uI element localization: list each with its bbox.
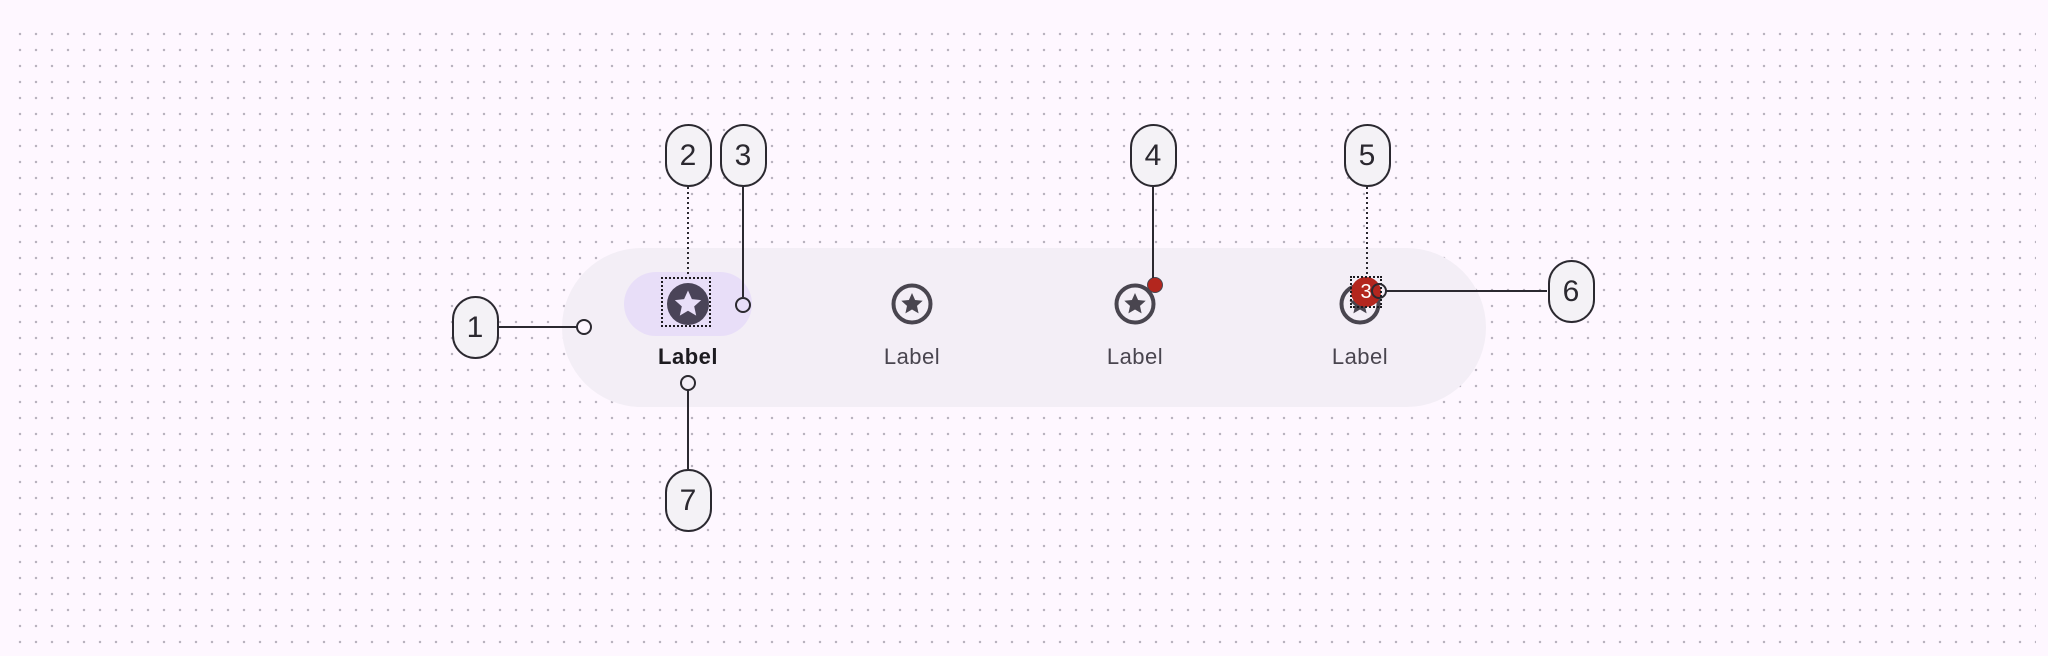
callout-5: 5 — [1343, 123, 1391, 187]
star-circle-icon — [661, 277, 712, 328]
nav-item-label: Label — [883, 344, 941, 369]
leader-end-1 — [576, 319, 592, 335]
nav-item-4[interactable]: 3 Label — [1260, 248, 1460, 407]
leader-end-6 — [1371, 283, 1387, 299]
nav-item-3[interactable]: Label — [1035, 248, 1235, 407]
star-circle-icon: 3 — [1336, 276, 1384, 328]
star-circle-icon — [1111, 277, 1163, 328]
focus-outline — [661, 277, 711, 327]
callout-6: 6 — [1547, 259, 1595, 323]
badge-focus-outline — [1350, 276, 1382, 308]
callout-2: 2 — [664, 123, 712, 187]
leader-end-3 — [735, 297, 751, 313]
callout-7: 7 — [664, 468, 712, 532]
nav-item-label: Label — [1331, 344, 1389, 369]
nav-item-2[interactable]: Label — [812, 248, 1012, 407]
nav-item-1[interactable]: Label — [588, 248, 788, 407]
large-badge: 3 — [1351, 277, 1381, 307]
callout-4: 4 — [1129, 123, 1177, 187]
star-circle-icon — [888, 280, 936, 328]
callout-1: 1 — [451, 295, 499, 359]
leader-end-7 — [680, 375, 696, 391]
callout-3: 3 — [719, 123, 767, 187]
small-badge — [1147, 277, 1163, 293]
nav-item-label: Label — [1106, 344, 1164, 369]
nav-item-label: Label — [658, 344, 718, 369]
